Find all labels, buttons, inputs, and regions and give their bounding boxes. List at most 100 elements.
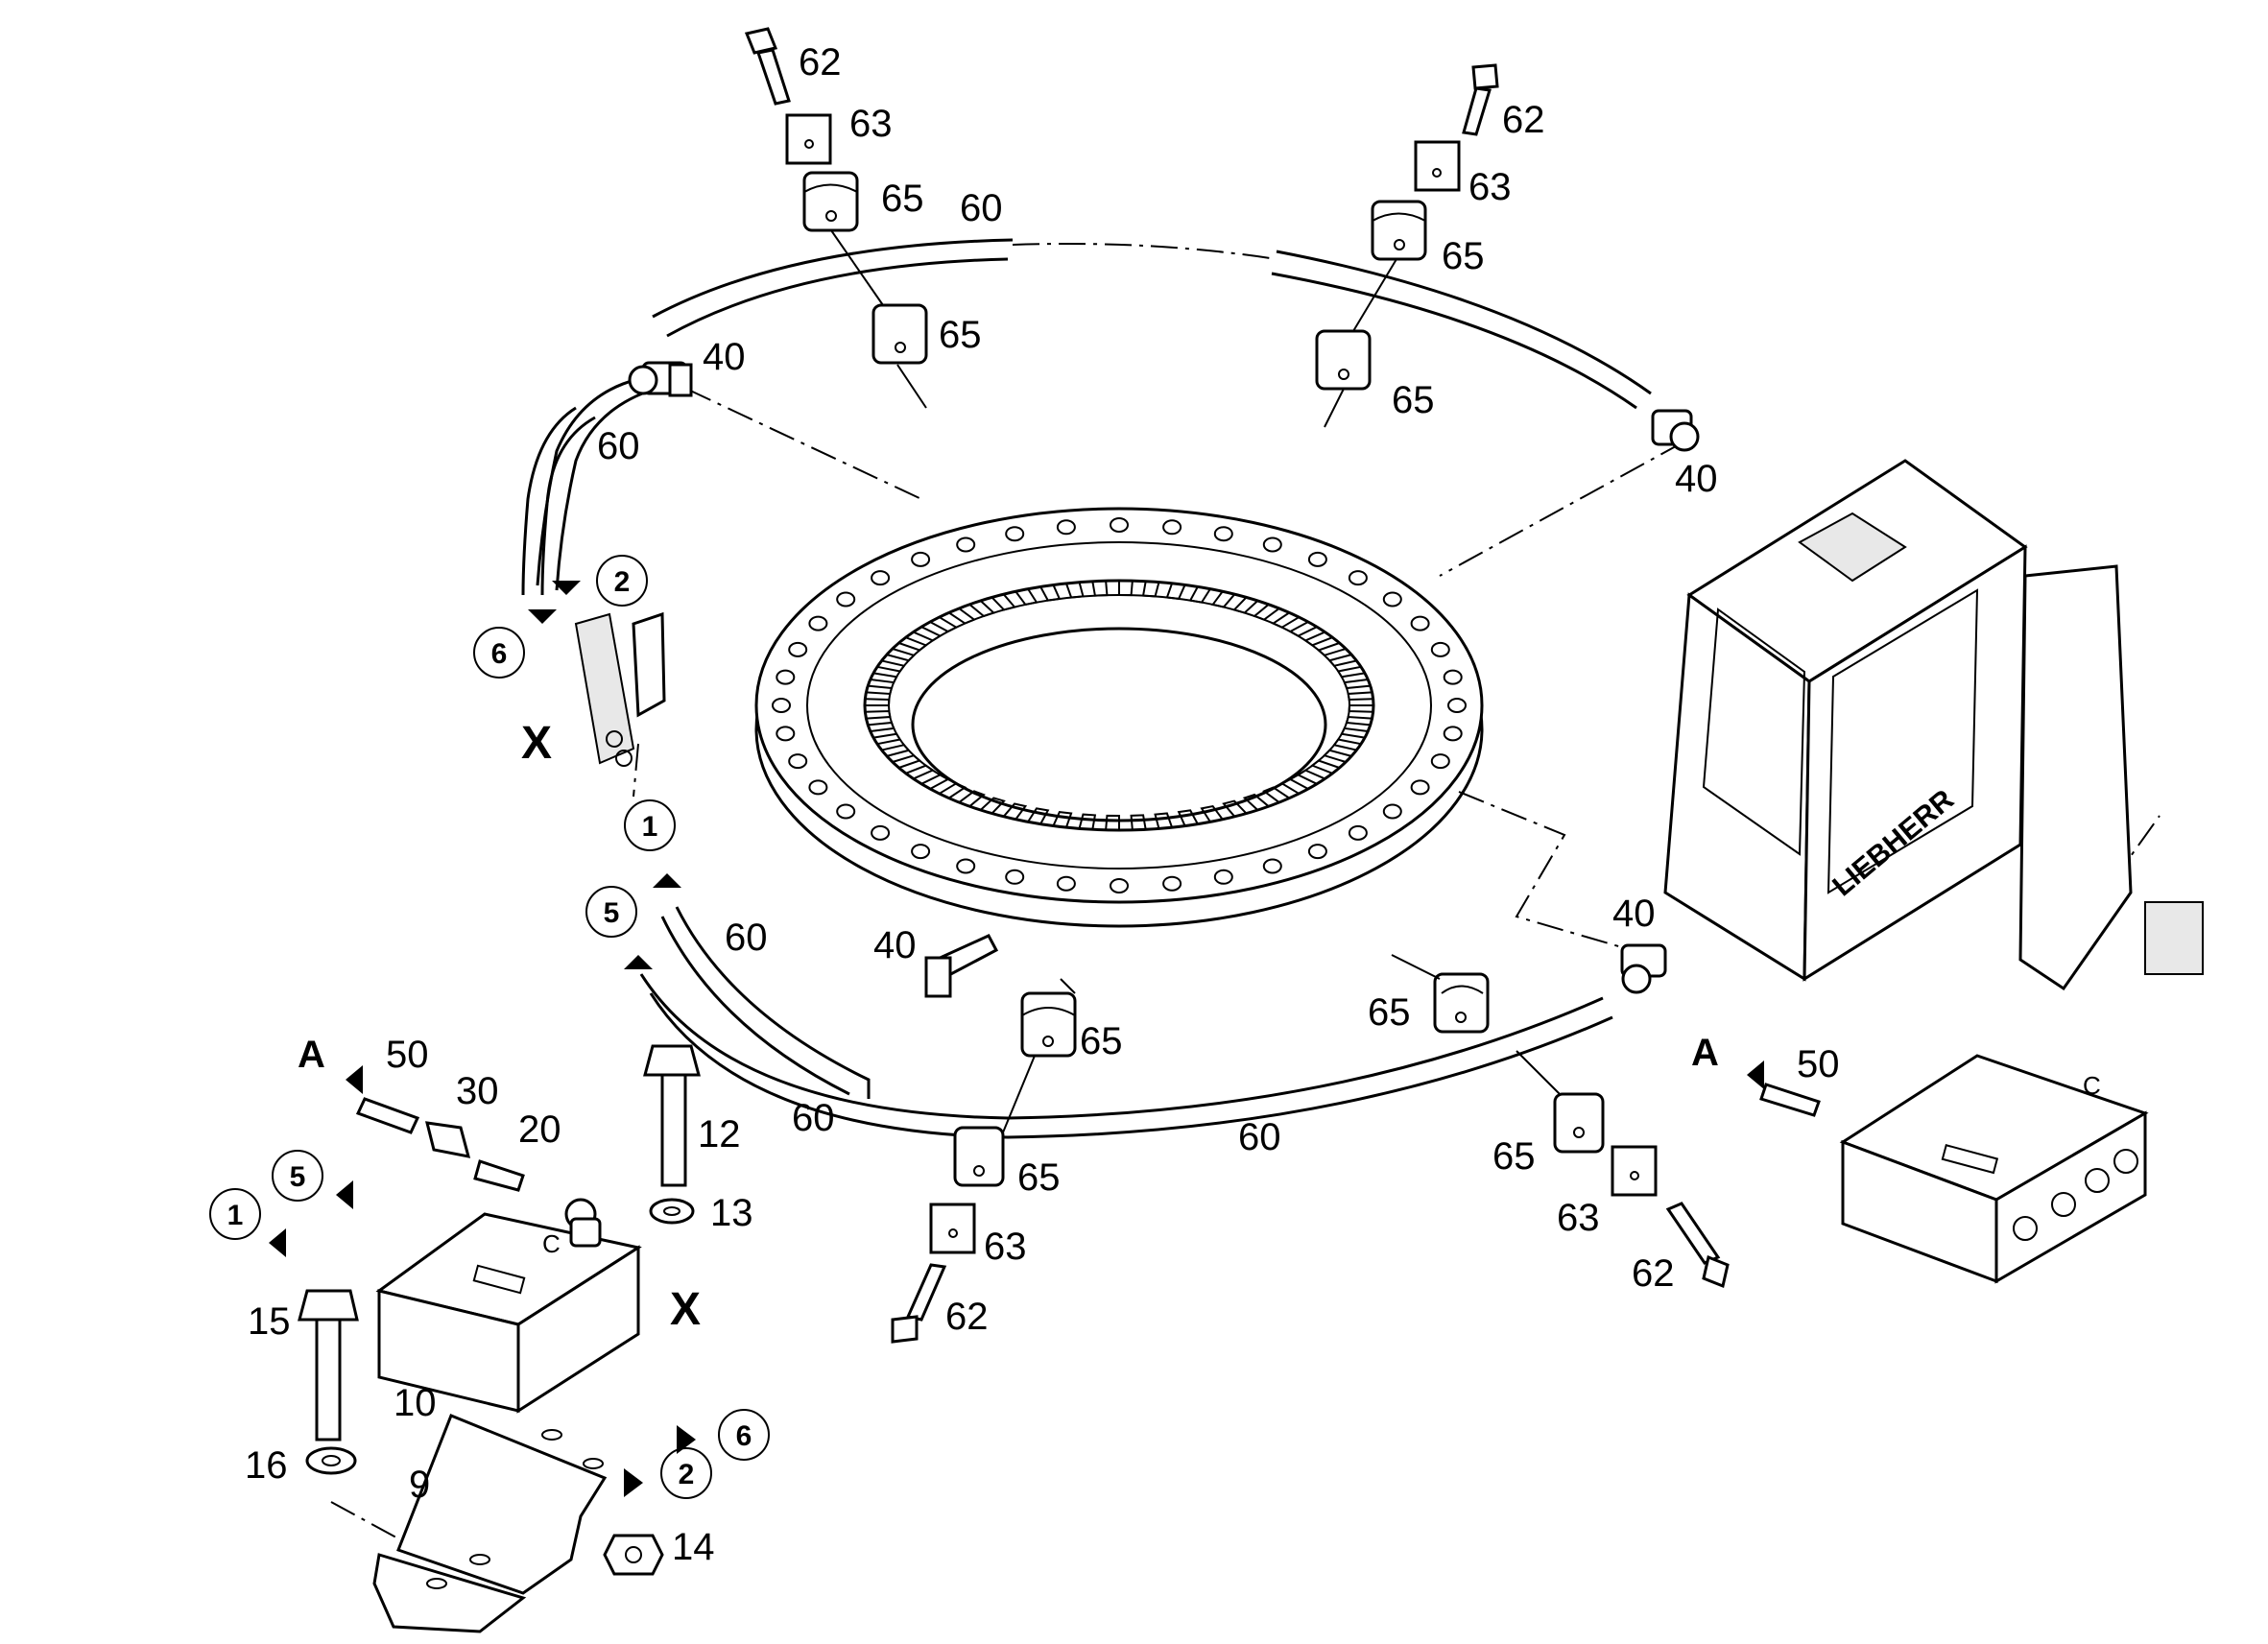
hose-lower-outer: [639, 973, 1613, 1139]
gear-tooth: [1253, 604, 1280, 621]
gear-tooth: [865, 709, 892, 720]
circled-ref-1-mid: 1: [624, 799, 676, 851]
gear-tooth: [1303, 631, 1333, 647]
label-62: 62: [945, 1296, 989, 1338]
bolt-hole: [1410, 779, 1430, 796]
gear-teeth: [865, 581, 1373, 830]
clamp-65-d: [1315, 329, 1372, 391]
label-40: 40: [1612, 893, 1656, 935]
gear-tooth: [1015, 588, 1039, 607]
gear-tooth: [1242, 793, 1270, 811]
bolt-hole: [1348, 570, 1368, 586]
clamp-65-g: [1433, 972, 1490, 1034]
circled-ref-6-top: 6: [473, 627, 525, 679]
label-20: 20: [518, 1108, 561, 1151]
label-a-right: A: [1691, 1032, 1719, 1074]
bolt-hole: [1443, 726, 1463, 742]
label-14: 14: [672, 1526, 715, 1568]
label-60: 60: [960, 187, 1003, 229]
label-50: 50: [386, 1034, 429, 1076]
gear-tooth: [892, 754, 922, 769]
circled-ref-6-bottom: 6: [718, 1409, 770, 1461]
bolt-hole: [956, 858, 976, 874]
gear-tooth: [958, 790, 986, 807]
valve-block-x-upper: [574, 611, 666, 767]
label-63: 63: [984, 1226, 1027, 1268]
gear-tooth: [1165, 583, 1186, 600]
bolt-hole: [836, 591, 856, 608]
svg-text:5: 5: [290, 1161, 306, 1193]
fitting-20: [473, 1159, 525, 1192]
gear-tooth: [1039, 584, 1062, 602]
label-10: 10: [394, 1382, 437, 1424]
bolt-hole: [1262, 536, 1282, 553]
label-63: 63: [1468, 166, 1512, 208]
gear-tooth: [1343, 678, 1371, 690]
gear-tooth: [1347, 691, 1373, 702]
gear-tooth: [1310, 759, 1340, 774]
label-62: 62: [1502, 99, 1545, 141]
flow-arrows: [269, 581, 1764, 1497]
label-65: 65: [1017, 1156, 1061, 1199]
bolt-hole: [871, 570, 891, 586]
label-60: 60: [792, 1097, 835, 1139]
gear-tooth: [868, 721, 895, 733]
bolt-hole: [1162, 875, 1182, 892]
bolt-12: [643, 1044, 701, 1187]
gear-tooth: [929, 616, 959, 633]
gear-tooth: [1200, 804, 1224, 822]
circled-ref-1-left: 1: [209, 1188, 261, 1240]
label-65: 65: [939, 314, 982, 356]
label-65: 65: [1368, 991, 1411, 1034]
label-12: 12: [698, 1113, 741, 1156]
gear-tooth: [905, 764, 935, 780]
bolt-hole: [1005, 526, 1025, 542]
bolt-hole: [1430, 753, 1450, 770]
bolt-hole: [1213, 526, 1233, 542]
gear-tooth: [865, 698, 891, 706]
svg-text:2: 2: [614, 566, 631, 598]
bolt-hole: [776, 726, 796, 742]
elbow-fitting-right: [1620, 943, 1667, 994]
bolt-hole: [1110, 517, 1129, 533]
bolt-hole: [808, 779, 828, 796]
svg-text:6: 6: [736, 1420, 752, 1452]
bolt-hole: [911, 551, 931, 567]
elbow-fitting-top-right: [1651, 409, 1700, 452]
hose-upper-left: [652, 238, 1014, 338]
gear-tooth: [979, 797, 1006, 815]
clamp-65-e: [1020, 991, 1077, 1058]
bracket-9: [372, 1414, 608, 1633]
bolt-hole: [911, 844, 931, 860]
label-65: 65: [1492, 1135, 1536, 1178]
fitting-banjo: [564, 1198, 602, 1248]
bolt-62-top-right: [1462, 63, 1499, 136]
gear-tooth: [1336, 665, 1366, 679]
bolt-hole: [1110, 878, 1129, 893]
gear-tooth: [898, 636, 928, 652]
circled-ref-2-bottom: 2: [660, 1447, 712, 1499]
plate-63-bottom-mid: [929, 1203, 976, 1254]
gear-tooth: [1332, 738, 1362, 751]
adapter-50-left: [355, 1097, 420, 1134]
bolt-hole: [788, 641, 808, 657]
bolt-hole: [1162, 519, 1182, 536]
bolt-hole: [1382, 803, 1402, 820]
label-9: 9: [409, 1464, 430, 1506]
bolt-hole: [1382, 591, 1402, 608]
label-60: 60: [725, 917, 768, 959]
gear-tooth: [948, 608, 976, 625]
gear-tooth: [920, 774, 950, 790]
plate-63-top-right: [1414, 140, 1461, 192]
gear-tooth: [1188, 585, 1211, 604]
bolt-hole: [772, 698, 791, 713]
bolt-15: [298, 1289, 359, 1441]
gear-tooth: [1130, 814, 1147, 830]
hose-upper-right: [1271, 250, 1652, 410]
slewing-ring: [754, 507, 1484, 928]
bolt-hole: [1056, 875, 1076, 892]
bolt-hole: [1348, 824, 1368, 841]
clamp-65-a: [802, 171, 859, 232]
gear-tooth: [1316, 642, 1347, 656]
